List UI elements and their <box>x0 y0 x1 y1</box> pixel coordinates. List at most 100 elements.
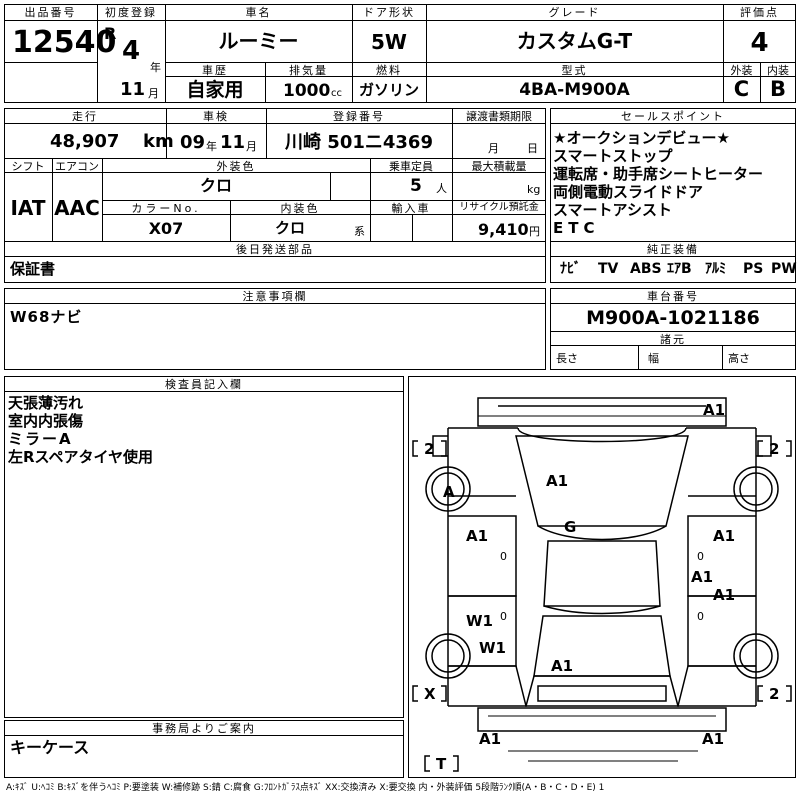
header-section <box>4 4 796 103</box>
sales-point: 両側電動スライドドア <box>553 183 704 201</box>
dimensions-label: 諸元 <box>660 333 686 346</box>
registration-year: 4 <box>122 36 141 66</box>
interior-color-label: 内装色 <box>280 202 320 215</box>
lot-number: 12540 <box>12 25 117 60</box>
equipment-label: 純正装備 <box>647 243 699 256</box>
grade: カスタムG-T <box>516 29 633 53</box>
equipment-item: PS <box>743 261 764 277</box>
plate-label: 登録番号 <box>333 110 385 123</box>
shift-label: シフト <box>11 160 45 173</box>
mileage-unit: km <box>143 131 174 152</box>
equipment-item: ｴｱB <box>667 261 692 277</box>
plate-number: 川崎 501ニ4369 <box>285 132 433 153</box>
equipment-item: TV <box>598 261 619 277</box>
mark-roof: G <box>564 518 576 536</box>
divider <box>4 20 97 21</box>
inspector-note: 左Rスペアタイヤ使用 <box>8 448 154 466</box>
divider <box>230 200 231 241</box>
door-label: ドア形状 <box>363 6 415 19</box>
transfer-day-unit: 日 <box>527 142 538 155</box>
transfer-deadline-label: 譲渡書類期限 <box>466 110 532 123</box>
inspector-note: ミラーA <box>8 430 73 448</box>
inspection-year: 09 <box>180 132 206 153</box>
fuel-label: 燃料 <box>376 64 402 77</box>
divider <box>4 158 546 159</box>
fuel: ガソリン <box>358 81 419 99</box>
divider <box>370 158 371 241</box>
divider <box>4 391 404 392</box>
interior-color-unit: 系 <box>354 225 365 238</box>
mark-left-w1-b: W1 <box>479 639 506 657</box>
divider <box>4 241 546 242</box>
small-mark: 0 <box>500 550 507 563</box>
caution-section <box>4 288 546 370</box>
displacement-label: 排気量 <box>289 64 328 77</box>
score: 4 <box>750 28 769 58</box>
divider <box>97 20 723 21</box>
office-text: キーケース <box>10 738 90 757</box>
exterior-grade: C <box>733 77 750 101</box>
sales-points-section <box>550 108 796 283</box>
era: R <box>104 24 117 43</box>
mark-bottom-left: A1 <box>479 730 501 748</box>
rear-left-tire <box>425 633 471 679</box>
small-mark: 0 <box>697 610 704 623</box>
divider <box>330 172 331 200</box>
divider <box>102 214 546 215</box>
inspection-month: 11 <box>220 132 246 153</box>
mileage: 48,907 <box>50 131 120 152</box>
caution-label: 注意事項欄 <box>242 290 308 303</box>
max-load-unit: kg <box>527 183 541 196</box>
car-name-label: 車名 <box>245 6 272 19</box>
registration-month: 11 <box>120 79 146 100</box>
divider <box>722 345 723 370</box>
inspection-month-unit: 月 <box>246 140 257 153</box>
divider <box>97 4 98 103</box>
divider <box>4 256 546 257</box>
inspector-section <box>4 376 404 718</box>
divider <box>723 20 796 21</box>
interior-color: クロ <box>274 219 305 237</box>
divider <box>412 214 413 241</box>
interior-grade: B <box>769 77 786 101</box>
office-section <box>4 720 404 778</box>
small-mark: 0 <box>500 610 507 623</box>
door-type: 5W <box>371 30 407 54</box>
divider <box>4 123 546 124</box>
divider <box>165 62 796 63</box>
car-diagram-section <box>408 376 796 778</box>
divider <box>550 256 796 257</box>
aircon-label: エアコン <box>55 160 99 173</box>
car-name: ルーミー <box>218 29 299 53</box>
import-label: 輸入車 <box>391 202 431 215</box>
displacement: 1000 <box>283 81 331 101</box>
sales-points-label: セールスポイント <box>621 110 725 123</box>
divider <box>550 303 796 304</box>
rear-right-tire <box>733 633 779 679</box>
mark-right-middle: A1 <box>691 568 713 586</box>
year-unit: 年 <box>150 61 161 74</box>
bracket-rear-right: 2 <box>769 685 779 703</box>
shift: IAT <box>10 196 46 220</box>
model-label: 型式 <box>561 64 588 77</box>
month-unit: 月 <box>148 87 159 100</box>
sales-point: スマートストップ <box>553 147 673 165</box>
recycle-fee: 9,410 <box>478 220 529 239</box>
equipment-item: ﾅﾋﾞ <box>560 261 581 277</box>
sales-point: ETC <box>553 219 600 237</box>
height-label: 高さ <box>728 352 750 365</box>
mark-right-door-rear: A1 <box>713 586 735 604</box>
equipment-item: ｱﾙﾐ <box>705 261 726 277</box>
divider <box>4 735 404 736</box>
inspector-note: 室内内張傷 <box>8 412 84 430</box>
capacity: 5 <box>410 176 422 196</box>
divider <box>352 4 353 62</box>
transfer-month-unit: 月 <box>488 142 499 155</box>
divider <box>426 62 427 103</box>
mileage-label: 走行 <box>72 110 98 123</box>
divider <box>550 241 796 242</box>
length-label: 長さ <box>556 352 578 365</box>
mark-top-right: A1 <box>703 401 725 419</box>
divider <box>452 158 453 241</box>
sales-point: 運転席・助手席シートヒーター <box>553 165 764 183</box>
